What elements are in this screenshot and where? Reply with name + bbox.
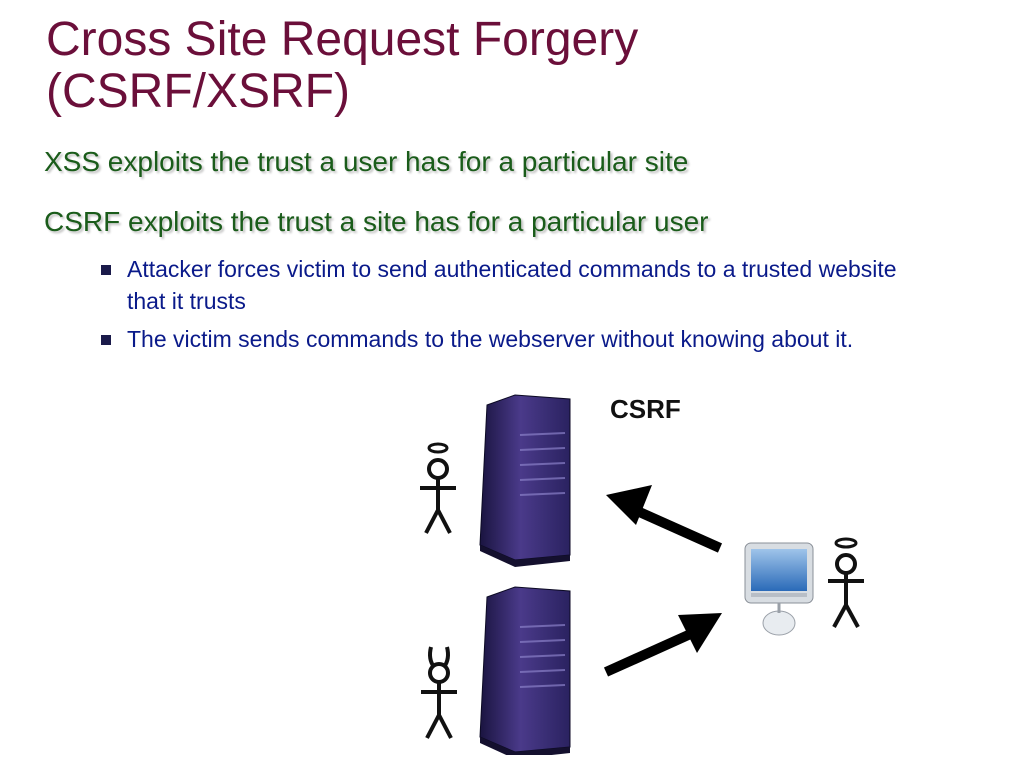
slide-title: Cross Site Request Forgery (CSRF/XSRF) [46,14,638,118]
arrow-icon [606,485,723,553]
bullet-text: The victim sends commands to the webserv… [127,326,854,352]
heading-xss: XSS exploits the trust a user has for a … [44,146,689,177]
csrf-diagram: CSRF [420,394,864,755]
bullet-item: The victim sends commands to the webserv… [100,323,930,355]
computer-icon [744,542,814,636]
arrow-icon [603,613,722,677]
angel-stick-figure-icon [828,537,864,628]
server-icon [479,394,571,567]
bullet-square-icon [101,265,111,275]
title-line-1: Cross Site Request Forgery [46,13,639,66]
bullet-list: Attacker forces victim to send authentic… [100,253,930,361]
bullet-square-icon [101,335,111,345]
bullet-item: Attacker forces victim to send authentic… [100,253,930,317]
bullet-text: Attacker forces victim to send authentic… [127,256,897,314]
title-line-2: (CSRF/XSRF) [46,65,350,118]
devil-stick-figure-icon [421,646,457,739]
server-icon [479,586,571,755]
heading-csrf: CSRF exploits the trust a site has for a… [44,206,709,237]
angel-stick-figure-icon [420,442,456,534]
diagram-label: CSRF [610,394,681,424]
